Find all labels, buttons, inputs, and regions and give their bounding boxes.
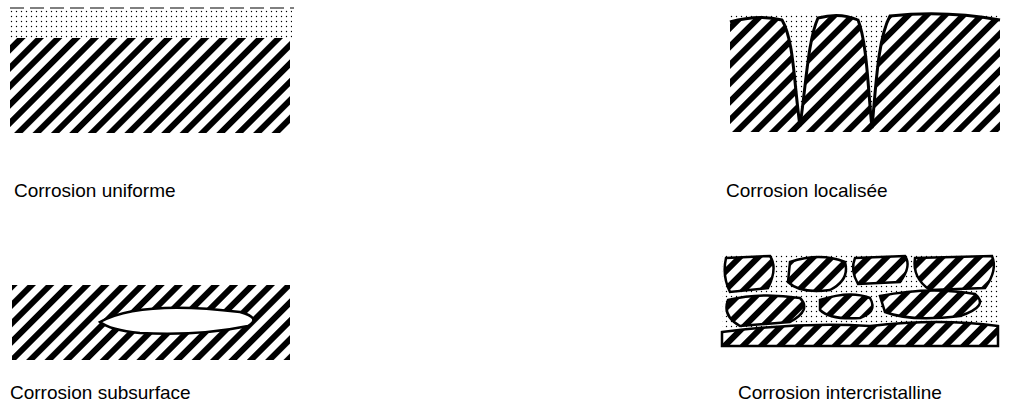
localized-corrosion-figure bbox=[730, 14, 1000, 132]
figure-caption: Corrosion uniforme bbox=[14, 180, 176, 203]
figure-caption: Corrosion subsurface bbox=[10, 382, 191, 405]
uniform-corrosion-figure bbox=[10, 8, 294, 133]
figure-caption: Corrosion localisée bbox=[726, 180, 888, 203]
subsurface-corrosion-figure bbox=[12, 285, 290, 360]
intergranular-corrosion-figure bbox=[722, 254, 998, 346]
figure-caption: Corrosion intercristalline bbox=[738, 382, 942, 405]
